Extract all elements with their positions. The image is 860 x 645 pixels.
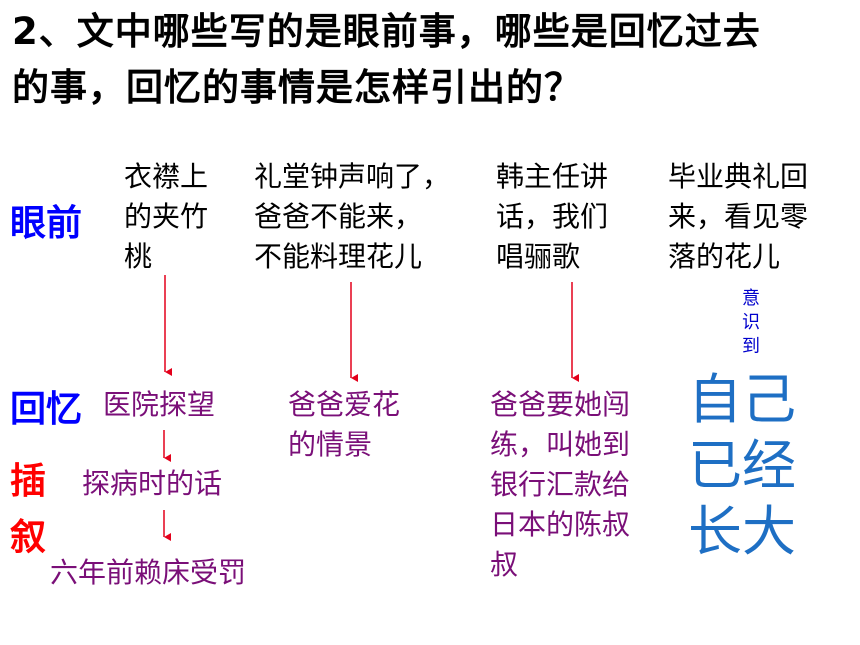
memory-bank-errand-line: 日本的陈叔: [490, 508, 631, 541]
label-memory: 回忆: [10, 389, 83, 430]
memory-bank-errand-line: 叔: [490, 548, 519, 581]
memory-dad-flowers-line: 的情景: [288, 428, 373, 461]
present-event-2-line: 爸爸不能来，: [254, 200, 423, 233]
label-flashback-1: 插: [10, 461, 47, 502]
present-event-1-line: 桃: [124, 240, 153, 273]
present-event-4-line: 落的花儿: [668, 240, 781, 273]
present-event-3-line: 话，我们: [496, 200, 609, 233]
present-event-1-line: 的夹竹: [124, 200, 209, 233]
realize-text: 意 识 到: [740, 287, 762, 359]
present-event-2-line: 礼堂钟声响了，: [254, 160, 451, 193]
memory-bank-errand-line: 爸爸要她闯: [490, 388, 631, 421]
label-flashback-2: 叙: [10, 517, 47, 558]
present-event-1: 衣襟上 的夹竹 桃: [124, 157, 208, 277]
realize-char: 到: [742, 336, 760, 357]
realize-char: 意: [742, 288, 760, 309]
present-event-3-line: 唱骊歌: [496, 240, 581, 273]
present-event-1-line: 衣襟上: [124, 160, 209, 193]
memory-visit-words: 探病时的话: [82, 467, 223, 500]
present-event-2: 礼堂钟声响了， 爸爸不能来， 不能料理花儿: [254, 157, 450, 277]
page-title: 2、文中哪些写的是眼前事，哪些是回忆过去 的事，回忆的事情是怎样引出的？: [12, 4, 852, 116]
present-event-4-line: 毕业典礼回: [668, 160, 809, 193]
memory-dad-flowers: 爸爸爱花 的情景: [288, 385, 400, 465]
grown-up-line: 自己: [688, 368, 796, 431]
title-line-2: 的事，回忆的事情是怎样引出的？: [12, 66, 582, 109]
grown-up-line: 长大: [688, 500, 796, 563]
memory-hospital-visit: 医院探望: [103, 388, 216, 421]
grown-up-line: 已经: [688, 434, 796, 497]
realize-char: 识: [742, 312, 760, 333]
memory-dad-flowers-line: 爸爸爱花: [288, 388, 401, 421]
present-event-3: 韩主任讲 话，我们 唱骊歌: [496, 157, 608, 277]
title-line-1: 2、文中哪些写的是眼前事，哪些是回忆过去: [12, 10, 761, 53]
present-event-4: 毕业典礼回 来，看见零 落的花儿: [668, 157, 808, 277]
memory-bank-errand-line: 银行汇款给: [490, 468, 631, 501]
present-event-4-line: 来，看见零: [668, 200, 809, 233]
label-present: 眼前: [10, 203, 83, 244]
memory-bank-errand: 爸爸要她闯 练，叫她到 银行汇款给 日本的陈叔 叔: [490, 385, 630, 585]
present-event-3-line: 韩主任讲: [496, 160, 609, 193]
memory-bank-errand-line: 练，叫她到: [490, 428, 631, 461]
present-event-2-line: 不能料理花儿: [254, 240, 423, 273]
memory-punishment: 六年前赖床受罚: [50, 556, 247, 589]
grown-up-text: 自己 已经 长大: [688, 367, 796, 565]
